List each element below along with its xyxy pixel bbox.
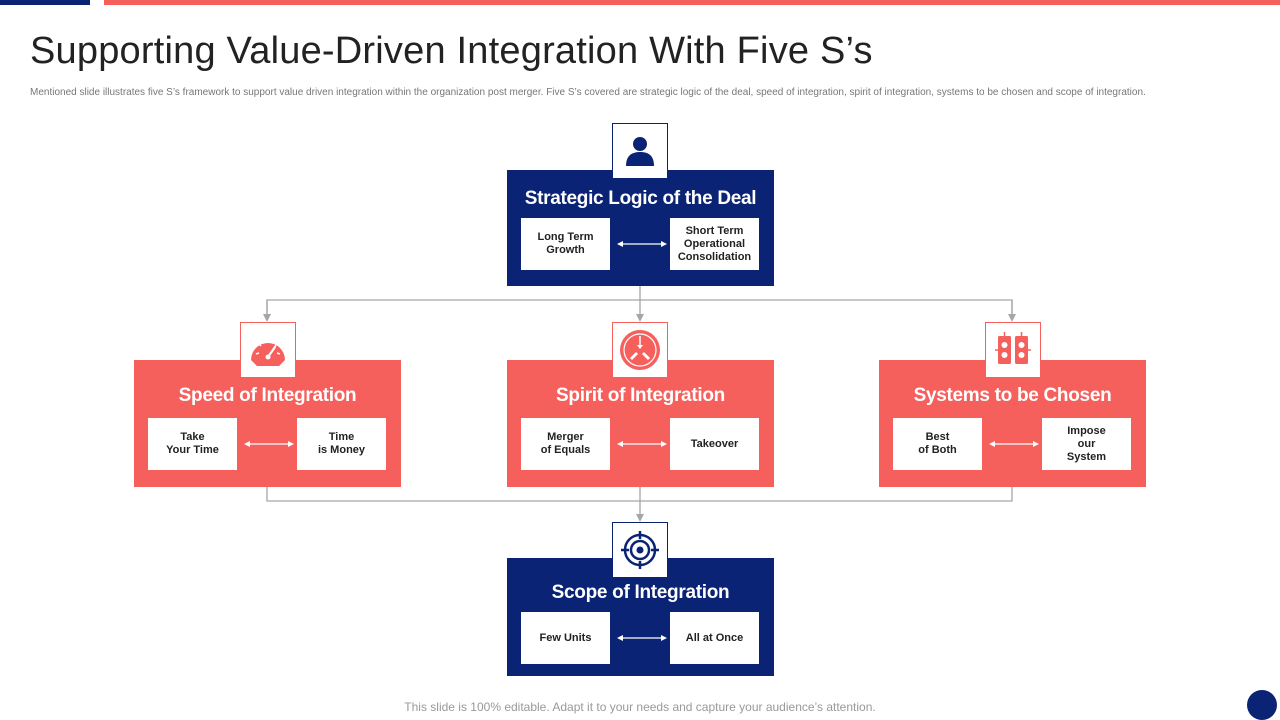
option-takeover: Takeover [670, 418, 759, 470]
double-arrow-icon [244, 441, 294, 447]
speedometer-icon-tile [240, 322, 296, 378]
option-few-units: Few Units [521, 612, 610, 664]
server-icon [995, 332, 1031, 364]
top-accent-bar-blue [0, 0, 90, 5]
option-best-of-both: Best of Both [893, 418, 982, 470]
double-arrow-icon [617, 441, 667, 447]
merge-hands-icon-tile [612, 322, 668, 378]
person-icon [626, 137, 654, 166]
target-icon-tile [612, 522, 668, 578]
option-take-your-time: Take Your Time [148, 418, 237, 470]
box-speed-of-integration: Speed of Integration Take Your Time Time… [134, 360, 401, 487]
double-arrow-icon [617, 635, 667, 641]
slide-title: Supporting Value-Driven Integration With… [30, 30, 873, 72]
option-all-at-once: All at Once [670, 612, 759, 664]
double-arrow-icon [989, 441, 1039, 447]
box-title-strategic: Strategic Logic of the Deal [524, 188, 757, 209]
slide-footer: This slide is 100% editable. Adapt it to… [404, 700, 876, 714]
slide-subtitle: Mentioned slide illustrates five S’s fra… [30, 87, 1146, 98]
option-merger-of-equals: Merger of Equals [521, 418, 610, 470]
merge-hands-icon [620, 330, 660, 370]
box-title-systems: Systems to be Chosen [913, 385, 1112, 406]
box-title-spirit: Spirit of Integration [556, 385, 725, 406]
speedometer-icon [251, 339, 285, 366]
option-long-term-growth: Long Term Growth [521, 218, 610, 270]
box-title-scope: Scope of Integration [551, 582, 730, 603]
server-icon-tile [985, 322, 1041, 378]
target-icon [621, 531, 659, 569]
option-short-term-consolidation: Short Term Operational Consolidation [670, 218, 759, 270]
option-time-is-money: Time is Money [297, 418, 386, 470]
option-impose-our-system: Impose our System [1042, 418, 1131, 470]
double-arrow-icon [617, 241, 667, 247]
box-systems-to-be-chosen: Systems to be Chosen Best of Both Impose… [879, 360, 1146, 487]
top-accent-bar-red [104, 0, 1280, 5]
box-spirit-of-integration: Spirit of Integration Merger of Equals T… [507, 360, 774, 487]
box-strategic-logic: Strategic Logic of the Deal Long Term Gr… [507, 170, 774, 286]
person-icon-tile [612, 123, 668, 179]
corner-dot [1247, 690, 1277, 720]
box-title-speed: Speed of Integration [178, 385, 357, 406]
